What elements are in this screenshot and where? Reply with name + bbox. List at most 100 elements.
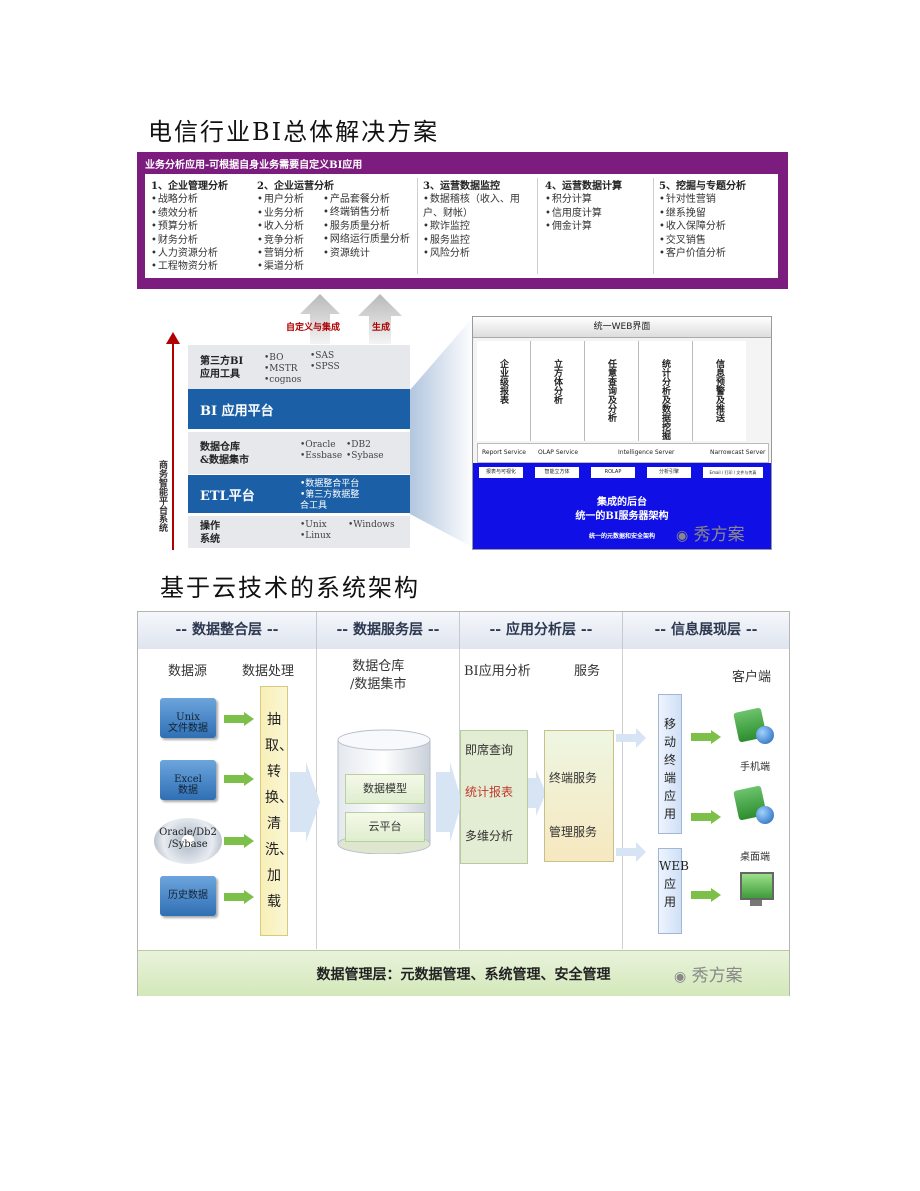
mobile-device-label: 手机端	[740, 762, 770, 773]
layer-label: ETL平台	[200, 489, 255, 504]
bi-server-architecture: 统一WEB界面 企业级报表 立方体分析 任意查询及分析 统计分析及数据挖掘 信息…	[472, 316, 772, 550]
arrow-label-generate: 生成	[372, 323, 391, 333]
band-app-analysis: -- 应用分析层 --	[460, 612, 623, 649]
globe-icon	[756, 806, 774, 824]
layer-options-a: •数据整合平台 •第三方数据整 合工具	[300, 479, 360, 511]
source-label: Excel 数据	[174, 774, 202, 796]
bi-analysis-label: BI应用分析	[464, 664, 531, 679]
source-label: 历史数据	[168, 890, 208, 901]
server-module-label: 立方体分析	[552, 359, 562, 404]
service-label: 服务	[574, 664, 601, 679]
layer-options-a: •BO •MSTR •cognos	[264, 353, 302, 385]
analysis-item: 统计报表	[465, 785, 514, 799]
data-model-box: 数据模型	[345, 774, 425, 804]
analysis-column-3: 3、运营数据监控 数据稽核（收入、用户、财帐） 欺诈监控 服务监控 风险分析	[423, 180, 531, 260]
band-info-presentation: -- 信息展现层 --	[623, 612, 789, 649]
analysis-item: 数据稽核（收入、用户、财帐）	[423, 193, 531, 220]
bi-analysis-stack: 即席查询 统计报表 多维分析	[460, 730, 528, 864]
layer-operating-system: 操作 系统 •Unix •Linux •Windows	[188, 515, 410, 548]
integrated-backend: 报表与可视化 智能立方体 ROLAP 分析引擎 Email / 打印 / 文件与…	[473, 463, 771, 549]
layer-third-party-bi: 第三方BI 应用工具 •BO •MSTR •cognos •SAS •SPSS	[188, 344, 410, 389]
backend-tile: 报表与可视化	[479, 467, 523, 478]
analysis-item: 收入保障分析	[659, 220, 746, 233]
page-title-bi-solution: 电信行业BI总体解决方案	[148, 118, 440, 146]
service-label: OLAP Service	[538, 449, 579, 456]
arrow-label-customize: 自定义与集成	[286, 323, 341, 333]
wechat-icon: ◉	[674, 969, 687, 985]
globe-icon	[756, 726, 774, 744]
analysis-item: 收入分析	[257, 220, 334, 233]
backend-footer: 统一的元数据和安全架构	[588, 533, 655, 540]
arrow-right-icon	[224, 834, 254, 848]
layer-label: 操作 系统	[200, 521, 220, 545]
data-management-text: 数据管理层：元数据管理、系统管理、安全管理	[316, 967, 611, 983]
layer-label: BI 应用平台	[200, 404, 274, 419]
analysis-item: 即席查询	[465, 743, 514, 757]
analysis-item: 积分计算	[545, 193, 622, 206]
up-arrows-icon	[300, 294, 402, 354]
flow-arrow-icon	[290, 762, 320, 842]
business-analysis-header: 业务分析应用-可根据自身业务需要自定义BI应用	[145, 160, 363, 171]
layer-etl-platform: ETL平台 •数据整合平台 •第三方数据整 合工具	[188, 475, 410, 513]
watermark-bottom: ◉ 秀方案	[674, 961, 743, 986]
watermark-top: ◉ 秀方案	[676, 520, 745, 545]
analysis-item: 服务监控	[423, 234, 531, 247]
watermark-text: 秀方案	[691, 966, 743, 986]
cloud-architecture-diagram: -- 数据整合层 -- -- 数据服务层 -- -- 应用分析层 -- -- 信…	[137, 611, 790, 996]
analysis-heading	[323, 180, 413, 193]
analysis-item: 风险分析	[423, 247, 531, 260]
server-module: 立方体分析	[531, 341, 585, 441]
analysis-item: 交叉销售	[659, 234, 746, 247]
column-divider	[417, 178, 418, 274]
monitor-stand-icon	[750, 900, 762, 906]
column-divider	[653, 178, 654, 274]
analysis-item: 针对性营销	[659, 193, 746, 206]
watermark-text: 秀方案	[693, 525, 745, 545]
data-management-layer: 数据管理层：元数据管理、系统管理、安全管理 ◉ 秀方案	[138, 950, 789, 996]
page-title-cloud-arch: 基于云技术的系统架构	[160, 574, 420, 602]
data-source-label: 数据源	[168, 664, 208, 679]
desktop-monitor-icon	[740, 872, 774, 900]
projection-beam	[410, 316, 474, 548]
arrow-right-icon	[691, 888, 721, 902]
backend-title: 集成的后台	[597, 497, 647, 508]
column-divider	[537, 178, 538, 274]
analysis-column-2b: 产品套餐分析 终端销售分析 服务质量分析 网络运行质量分析 资源统计	[323, 180, 413, 260]
data-processing-label: 数据处理	[242, 664, 295, 679]
business-analysis-columns: 1、企业管理分析 战略分析 绩效分析 预算分析 财务分析 人力资源分析 工程物资…	[145, 174, 778, 278]
etl-process-bar: 抽取、转换、清洗、加载	[260, 686, 293, 936]
flow-arrows-icon	[616, 728, 646, 862]
analysis-column-1: 1、企业管理分析 战略分析 绩效分析 预算分析 财务分析 人力资源分析 工程物资…	[151, 180, 228, 274]
database-cylinder-icon: 数据模型 云平台	[334, 728, 434, 854]
analysis-item: 绩效分析	[151, 207, 228, 220]
analysis-item: 预算分析	[151, 220, 228, 233]
etl-process-text: 抽取、转换、清洗、加载	[265, 712, 293, 910]
arrow-right-icon	[224, 890, 254, 904]
server-services-row: Report Service OLAP Service Intelligence…	[477, 443, 769, 463]
analysis-heading: 3、运营数据监控	[423, 181, 500, 192]
analysis-heading: 4、运营数据计算	[545, 181, 622, 192]
service-item: 终端服务	[549, 771, 598, 785]
source-label: Oracle/Db2 /Sybase	[159, 827, 217, 850]
analysis-item: 佣金计算	[545, 220, 622, 233]
server-module: 信息预警及推送	[693, 341, 746, 441]
analysis-column-4: 4、运营数据计算 积分计算 信用度计算 佣金计算	[545, 180, 622, 234]
analysis-item: 服务质量分析	[323, 220, 413, 233]
analysis-item: 信用度计算	[545, 207, 622, 220]
disc-icon: Oracle/Db2 /Sybase	[154, 818, 222, 864]
layer-options-a: •Oracle •Essbase	[300, 440, 343, 461]
analysis-item: 客户价值分析	[659, 247, 746, 260]
column-divider	[622, 649, 623, 949]
analysis-item: 营销分析	[257, 247, 334, 260]
server-module: 统计分析及数据挖掘	[639, 341, 693, 441]
service-label: Narrowcast Server	[710, 449, 766, 456]
cloud-platform-box: 云平台	[345, 812, 425, 842]
analysis-item: 竞争分析	[257, 234, 334, 247]
analysis-item: 欺诈监控	[423, 220, 531, 233]
desktop-device-label: 桌面端	[740, 852, 770, 863]
analysis-heading: 2、企业运营分析	[257, 181, 334, 192]
analysis-item: 网络运行质量分析	[323, 233, 413, 246]
server-module-label: 任意查询及分析	[606, 359, 616, 422]
analysis-column-2: 2、企业运营分析 用户分析 业务分析 收入分析 竞争分析 营销分析 渠道分析	[257, 180, 334, 274]
analysis-item: 多维分析	[465, 829, 514, 843]
